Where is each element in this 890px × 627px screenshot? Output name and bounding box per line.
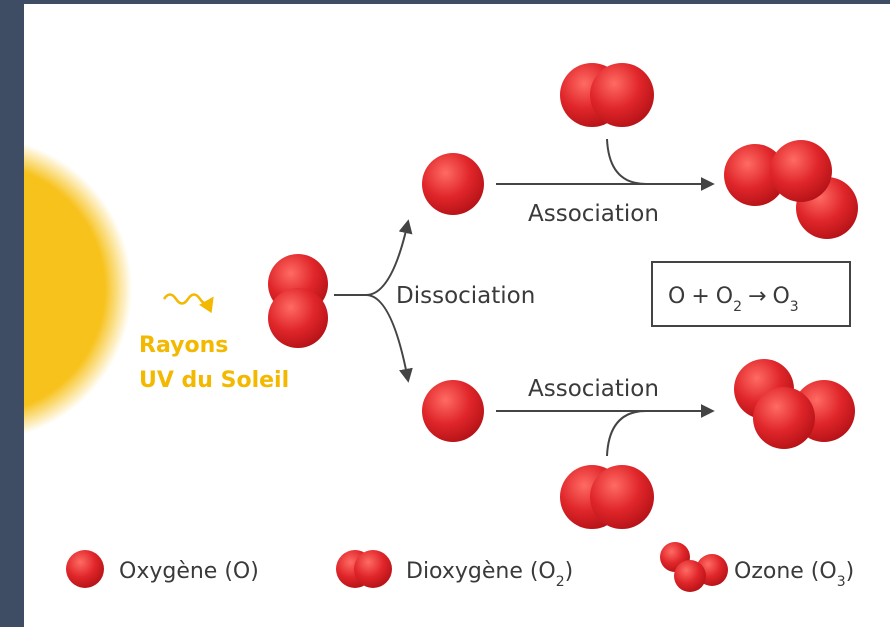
equation-arrow: → [748,284,766,309]
sun [24,143,132,435]
equation-o3-sub: 3 [790,299,799,315]
legend-ozone-label: Ozone (O3) [734,559,854,590]
dioxygen-molecule-top [560,63,654,127]
incoming-curve-bottom [606,410,647,457]
equation-o: O [668,284,685,309]
ozone-formation-diagram: Rayons UV du Soleil Dissociation Associa… [24,4,890,627]
legend: Oxygène (O) Dioxygène (O2) Ozone (O3) [66,542,854,592]
ozone-molecule-bottom [734,359,855,449]
oxygen-atom-top [422,153,484,215]
equation: O+O2→O3 [668,284,799,315]
equation-o2: O [716,284,733,309]
legend-ozone-icon [660,542,728,592]
legend-dioxygen-label: Dioxygène (O2) [406,559,573,590]
association-label-bottom: Association [528,376,659,402]
uv-wave-icon [162,293,214,314]
uv-label-line1: Rayons [139,333,228,358]
incoming-curve-top [606,138,647,185]
ozone-molecule-top [724,140,858,239]
dissociation-arrows [334,219,413,383]
equation-o2-sub: 2 [733,299,742,315]
legend-oxygen-icon [66,550,104,588]
oxygen-atom-bottom [422,380,484,442]
dioxygen-molecule-center [268,254,328,348]
equation-plus: + [691,284,709,309]
dioxygen-molecule-bottom [560,465,654,529]
legend-oxygen-label: Oxygène (O) [119,559,259,584]
equation-o3: O [772,284,789,309]
dissociation-label: Dissociation [396,283,535,309]
association-label-top: Association [528,201,659,227]
diagram-canvas: Rayons UV du Soleil Dissociation Associa… [24,63,858,592]
legend-dioxygen-icon [336,550,392,588]
uv-label-line2: UV du Soleil [139,368,289,393]
equation-box [651,261,851,327]
